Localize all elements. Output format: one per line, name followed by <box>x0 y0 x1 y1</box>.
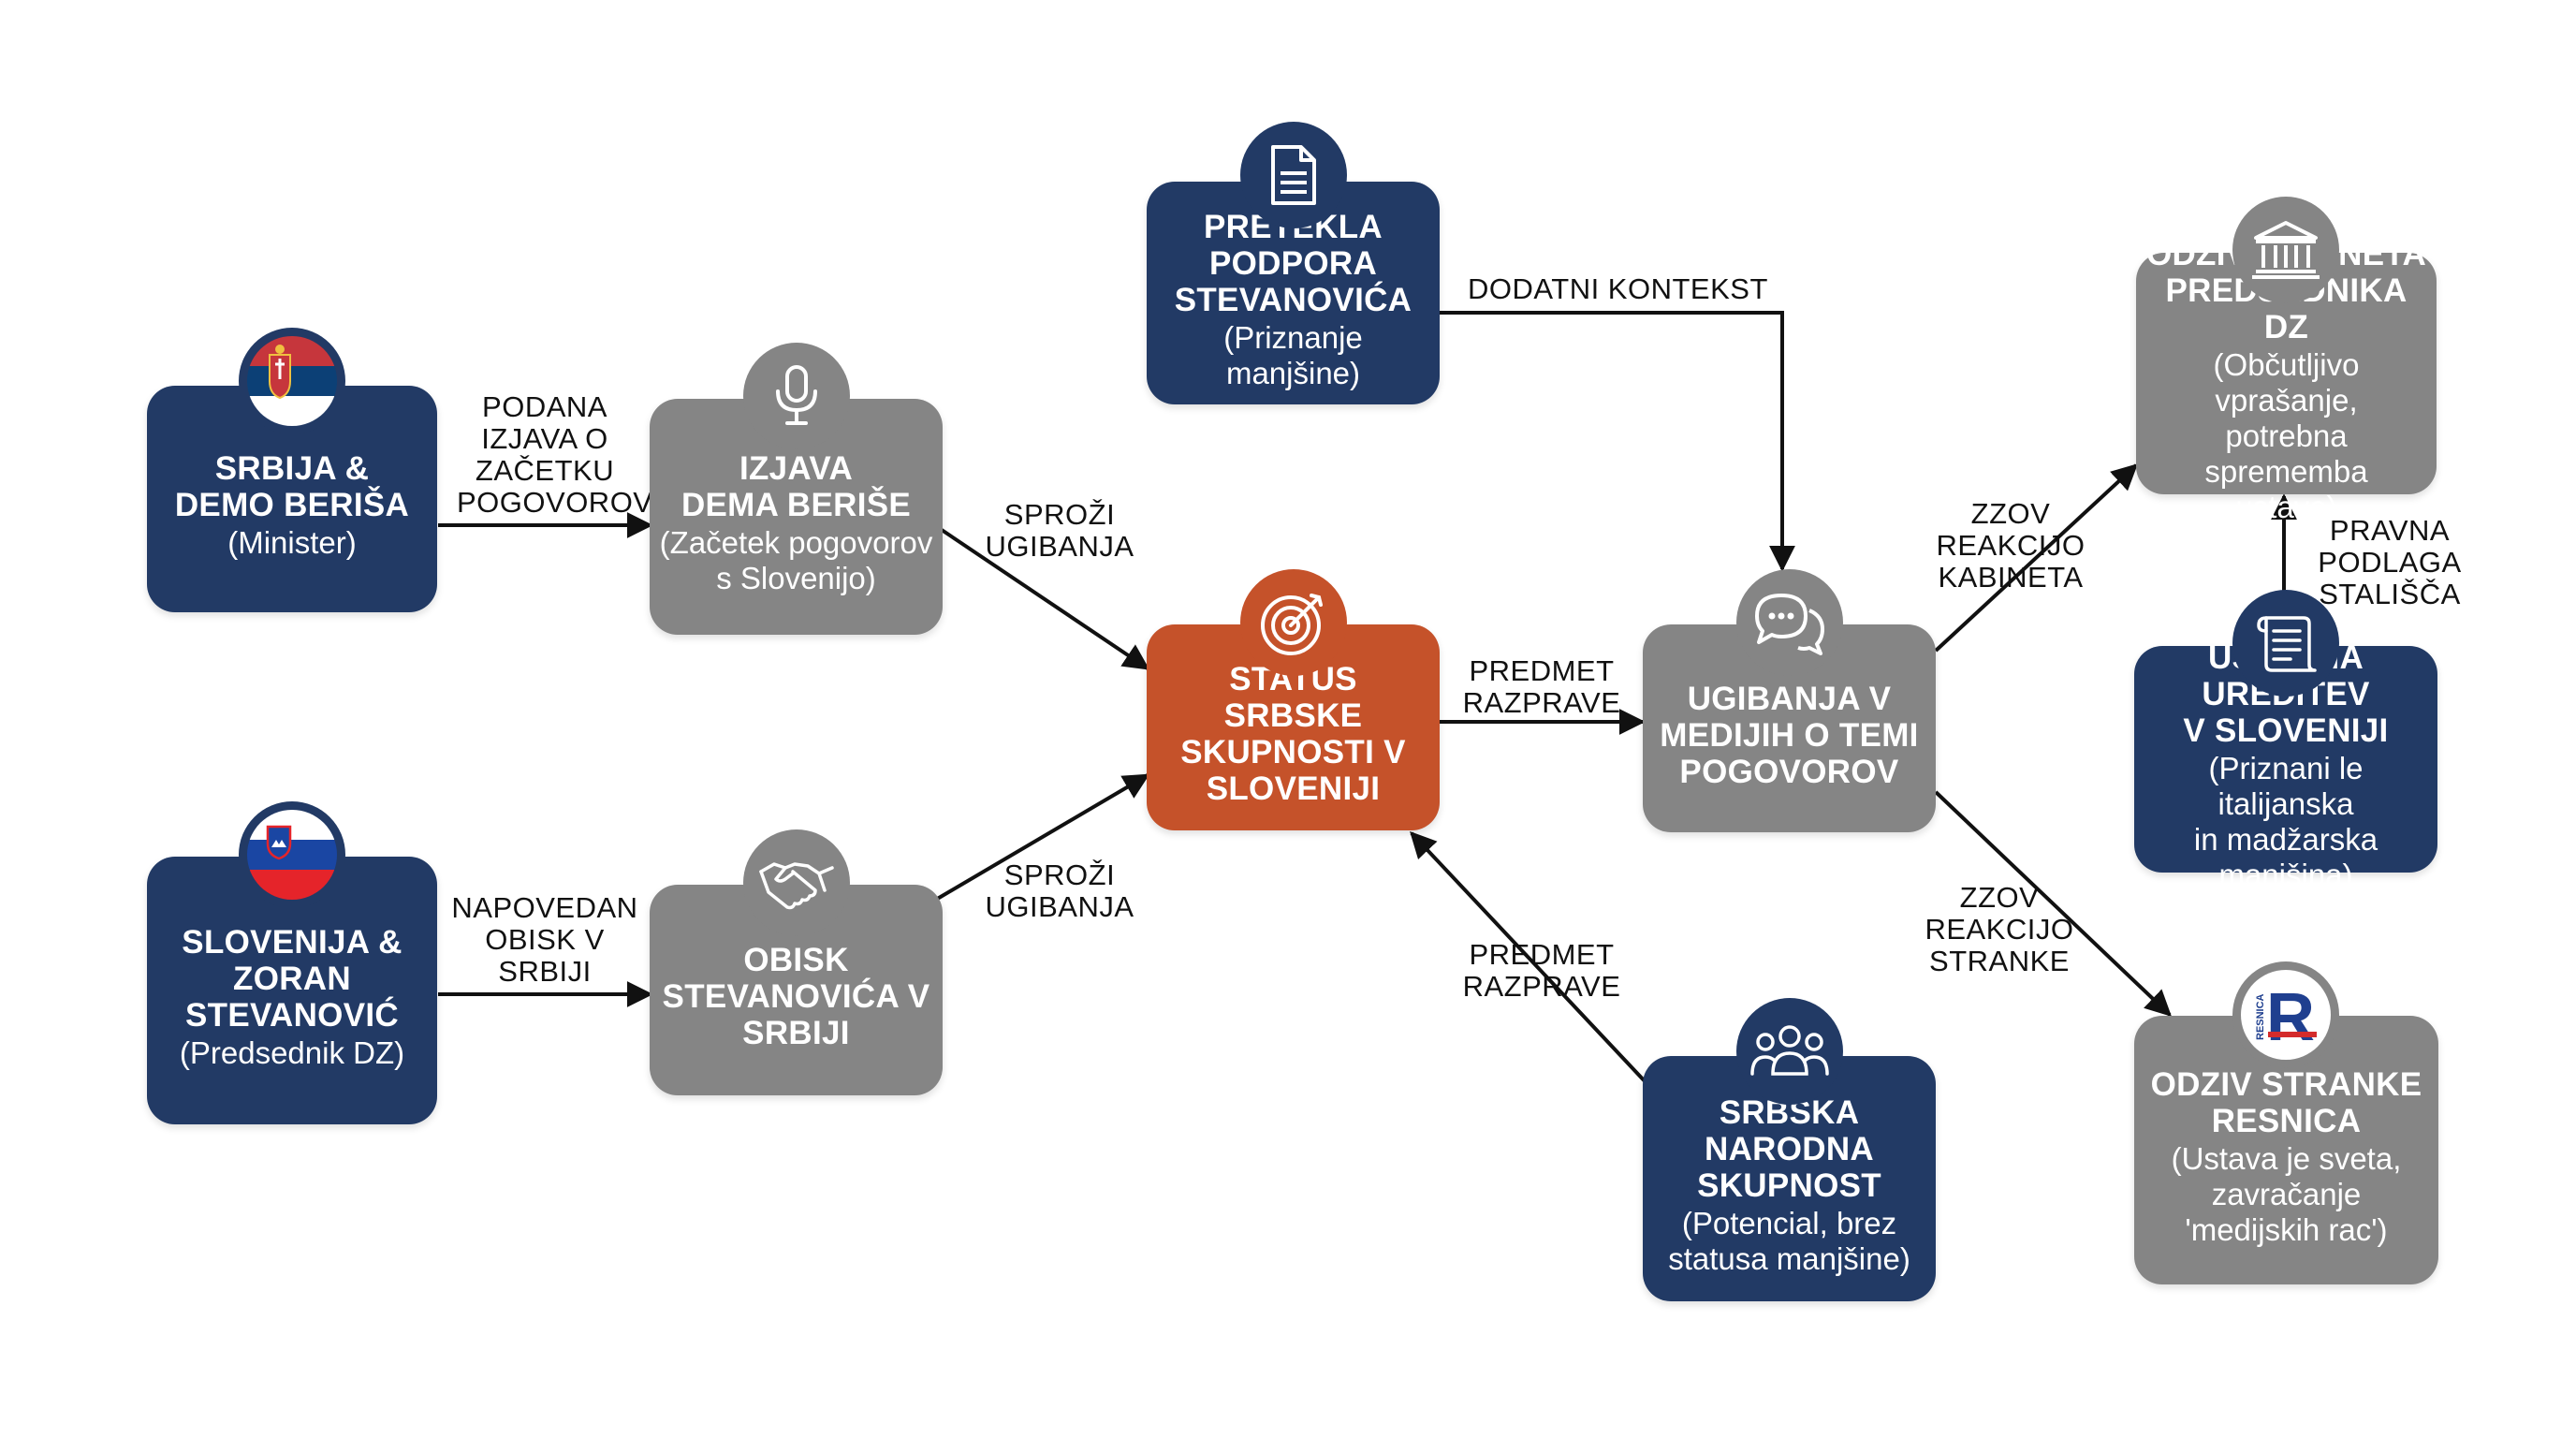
edge-label-napovedan: NAPOVEDAN OBISK V SRBIJI <box>451 891 638 988</box>
edge-ugibanja-resnica <box>1934 790 2173 1017</box>
node-resnica-sub: (Ustava je sveta, zavračanje 'medijskih … <box>2171 1140 2402 1247</box>
node-resnica-title: ODZIV STRANKE RESNICA <box>2150 1065 2422 1139</box>
node-skupnost-title: SRBSKA NARODNA SKUPNOST <box>1697 1093 1881 1204</box>
node-slovenia-sub: (Predsednik DZ) <box>179 1034 405 1070</box>
resnica-logo-text: RESNICA <box>2255 993 2266 1040</box>
resnica-logo-letter: R <box>2266 980 2315 1055</box>
people-group-icon <box>1736 998 1843 1105</box>
slovenia-flag-icon <box>239 801 345 908</box>
edge-label-zzov-stranke: ZZOV REAKCIJO STRANKE <box>1925 881 2074 977</box>
edge-label-sprozi-bottom: SPROŽI UGIBANJA <box>985 858 1134 923</box>
serbia-flag-icon <box>239 328 345 434</box>
node-slovenia[interactable]: SLOVENIJA & ZORAN STEVANOVIĆ (Predsednik… <box>147 857 437 1124</box>
edge-skupnost-status <box>1410 830 1649 1086</box>
node-ustavna-sub: (Priznani le italijanska in madžarska ma… <box>2193 750 2378 892</box>
edge-pretekla-ugibanja <box>1440 311 1795 572</box>
edge-izjava-status <box>940 528 1150 670</box>
edge-label-predmet-mid: PREDMET RAZPRAVE <box>1462 654 1621 719</box>
node-izjava-sub: (Začetek pogovorov s Slovenijo) <box>659 525 933 595</box>
edge-obisk-status <box>932 773 1150 902</box>
microphone-icon <box>743 343 850 449</box>
edge-label-sprozi-top: SPROŽI UGIBANJA <box>985 498 1134 563</box>
edge-label-podana: PODANA IZJAVA O ZAČETKU POGOVOROV <box>457 390 653 519</box>
node-resnica[interactable]: ODZIV STRANKE RESNICA (Ustava je sveta, … <box>2134 1016 2438 1284</box>
edge-label-dodatni: DODATNI KONTEKST <box>1468 272 1768 305</box>
node-serbia-sub: (Minister) <box>227 525 357 560</box>
node-pretekla-sub: (Priznanje manjšine) <box>1223 319 1363 390</box>
edge-label-predmet-low: PREDMET RAZPRAVE <box>1462 938 1621 1003</box>
node-ugibanja[interactable]: UGIBANJA V MEDIJIH O TEMI POGOVOROV <box>1643 624 1936 832</box>
node-ugibanja-title: UGIBANJA V MEDIJIH O TEMI POGOVOROV <box>1660 680 1919 790</box>
scroll-icon <box>2232 590 2339 697</box>
node-skupnost-sub: (Potencial, brez statusa manjšine) <box>1668 1205 1910 1276</box>
chat-bubbles-icon <box>1736 569 1843 676</box>
edge-ugibanja-kabinet <box>1934 463 2139 653</box>
node-obisk-title: OBISK STEVANOVIĆA V SRBIJI <box>662 942 930 1051</box>
node-slovenia-title: SLOVENIJA & ZORAN STEVANOVIĆ <box>182 923 402 1034</box>
edge-label-pravna: PRAVNA PODLAGA STALIŠČA <box>2318 514 2462 610</box>
node-izjava[interactable]: IZJAVA DEMA BERIŠE (Začetek pogovorov s … <box>650 399 943 635</box>
node-serbia-title: SRBIJA & DEMO BERIŠA <box>174 450 410 523</box>
institution-icon <box>2232 197 2339 303</box>
resnica-logo-icon: R RESNICA <box>2232 961 2339 1068</box>
node-kabinet-sub: (Občutljivo vprašanje, potrebna sprememb… <box>2204 346 2368 524</box>
target-icon <box>1240 569 1347 676</box>
document-icon <box>1240 122 1347 228</box>
handshake-icon <box>743 829 850 936</box>
node-izjava-title: IZJAVA DEMA BERIŠE <box>681 450 912 523</box>
node-status-title: STATUS SRBSKE SKUPNOSTI V SLOVENIJI <box>1180 661 1406 807</box>
node-kabinet[interactable]: ODZIV KABINETA PREDSEDNIKA DZ (Občutljiv… <box>2136 236 2437 524</box>
edge-label-zzov-kabineta: ZZOV REAKCIJO KABINETA <box>1936 497 2086 594</box>
